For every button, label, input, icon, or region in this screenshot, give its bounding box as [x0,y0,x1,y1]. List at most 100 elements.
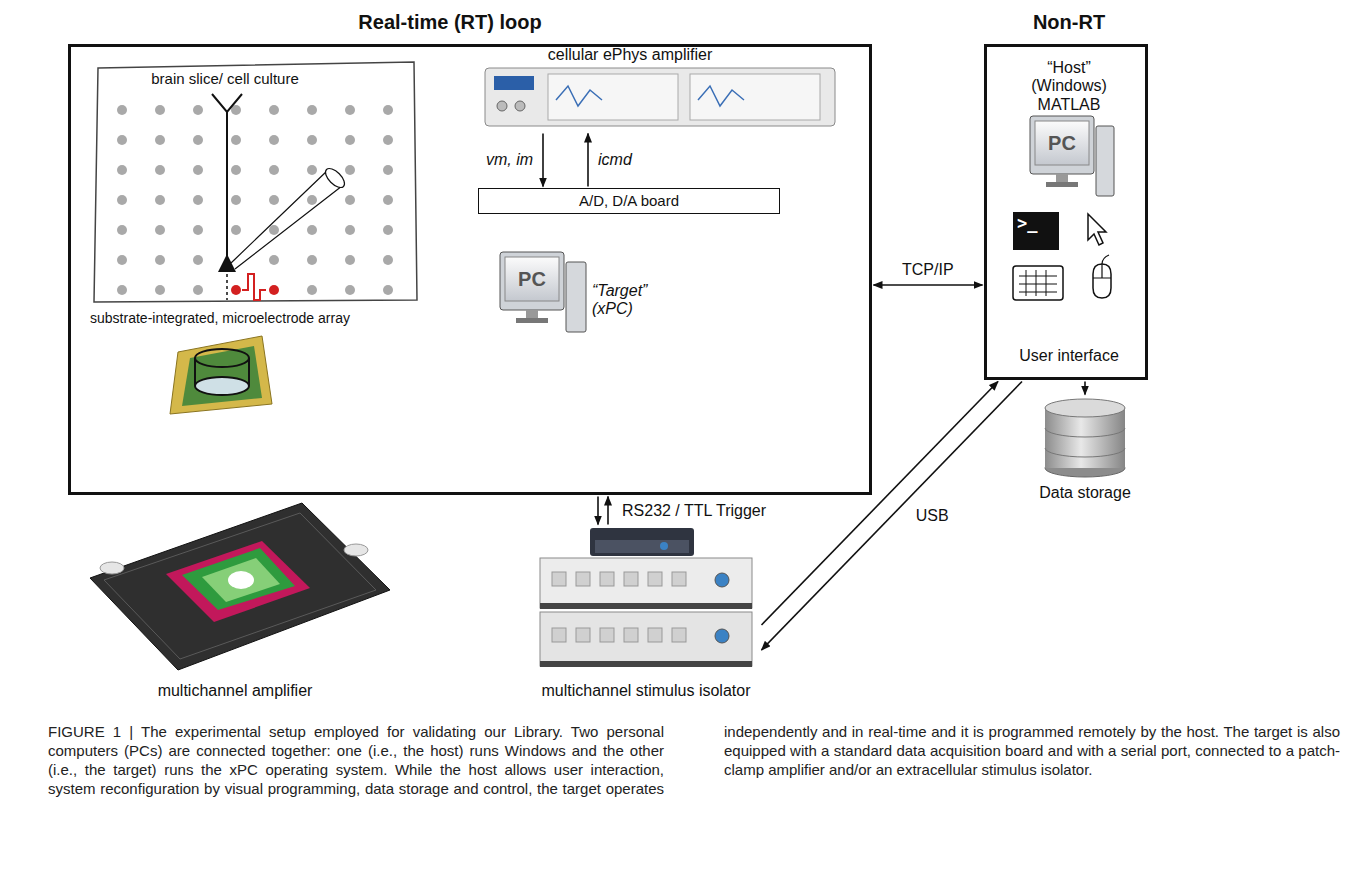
mea-tracks [182,346,262,406]
connector-label: RS232 / TTL Trigger [620,502,768,520]
connector [874,285,983,286]
connector-label: icmd [596,151,634,169]
mouse-cable [1093,255,1111,278]
recording-electrode [307,135,317,145]
clamp-handle [344,544,368,556]
non-rt-frame: Non-RT“Host” (Windows) MATLABUser interf… [984,44,1148,380]
recording-electrode [231,225,241,235]
monitor-base [1046,182,1078,187]
channel-slot [600,572,614,586]
recording-electrode [193,255,203,265]
recording-electrode [231,165,241,175]
recording-electrode [307,105,317,115]
channel-slot [648,628,662,642]
amplifier-display [494,76,534,90]
channel-slot [552,628,566,642]
connector-label: USB [914,507,951,525]
plate-rim [104,513,376,659]
stimulating-electrode [231,285,241,295]
connector-line [542,134,544,187]
channel-slot [624,572,638,586]
recording-electrode [193,285,203,295]
patch-amplifier: cellular ePhys amplifier [478,44,842,132]
patch-pipette [231,170,342,269]
recording-electrode [269,165,279,175]
unit-base [540,603,752,609]
recording-electrode [269,105,279,115]
connector [543,134,544,187]
recording-electrode [155,165,165,175]
recording-electrode [307,225,317,235]
recording-electrode [383,105,393,115]
recording-electrode [117,135,127,145]
recording-electrode [383,165,393,175]
connector-line [874,284,983,286]
keyboard-icon [1013,266,1063,300]
target-pc: “Target” (xPC) [497,246,667,346]
channel-slot [648,572,662,586]
pc-monitor [500,252,564,310]
recording-electrode [345,105,355,115]
panel-graphic [556,86,602,106]
culture-ring [195,377,249,395]
neuron-dendrite [212,94,242,258]
controller-knob [660,542,668,550]
connector-label: TCP/IP [900,261,956,279]
slice-label: brain slice/ cell culture [148,70,302,87]
recording-electrode [383,195,393,205]
pc-monitor [1030,116,1094,174]
connector [598,497,608,525]
isolator-controller [590,528,694,556]
monitor-stand [526,310,538,318]
channel-slot [576,572,590,586]
recording-electrode [307,195,317,205]
isolator-unit [540,612,752,666]
pc-tower [1096,126,1114,196]
pipette-end [322,165,347,190]
neuron-axon [226,274,228,300]
amplifier-knob [515,101,525,111]
connector-line [597,497,599,525]
pc-screen [505,257,559,301]
pc-screen [1035,121,1089,165]
data-storage: Data storage [1025,396,1145,506]
recording-electrode [383,225,393,235]
culture-ring [194,358,196,386]
device-label: multichannel stimulus isolator [542,682,751,700]
unit-knob [715,629,729,643]
keyboard-keys [1019,270,1057,296]
stimulus-pulse [242,274,266,300]
recording-electrode [307,165,317,175]
isolator-unit [540,558,752,608]
recording-electrode [117,255,127,265]
recording-electrode [269,225,279,235]
storage-band [1045,428,1125,457]
recording-electrode [269,195,279,205]
screen-text: PC [1048,132,1076,155]
board-label: A/D, D/A board [579,192,679,209]
recording-electrode [307,255,317,265]
channel-panel [690,74,820,120]
frame-heading: Non-RT [1033,11,1105,34]
connector-line [587,134,589,187]
channel-slot [672,628,686,642]
recording-electrode [345,255,355,265]
recording-electrode [345,195,355,205]
screen-text: PC [518,268,546,291]
channel-slot [624,628,638,642]
slice-outline-svg [92,60,420,304]
stimulating-electrode [269,285,279,295]
recording-electrode [193,225,203,235]
mea-chip [170,336,272,414]
connector [588,134,589,187]
recording-electrode [155,255,165,265]
device-label: cellular ePhys amplifier [548,46,713,64]
daq-board: A/D, D/A board [478,188,780,214]
recording-electrode [155,105,165,115]
prompt-symbol: >_ [1017,214,1037,234]
recording-electrode [345,135,355,145]
culture-ring [248,358,250,386]
storage-label: Data storage [1039,484,1131,502]
unit-knob [715,573,729,587]
recording-electrode [117,225,127,235]
